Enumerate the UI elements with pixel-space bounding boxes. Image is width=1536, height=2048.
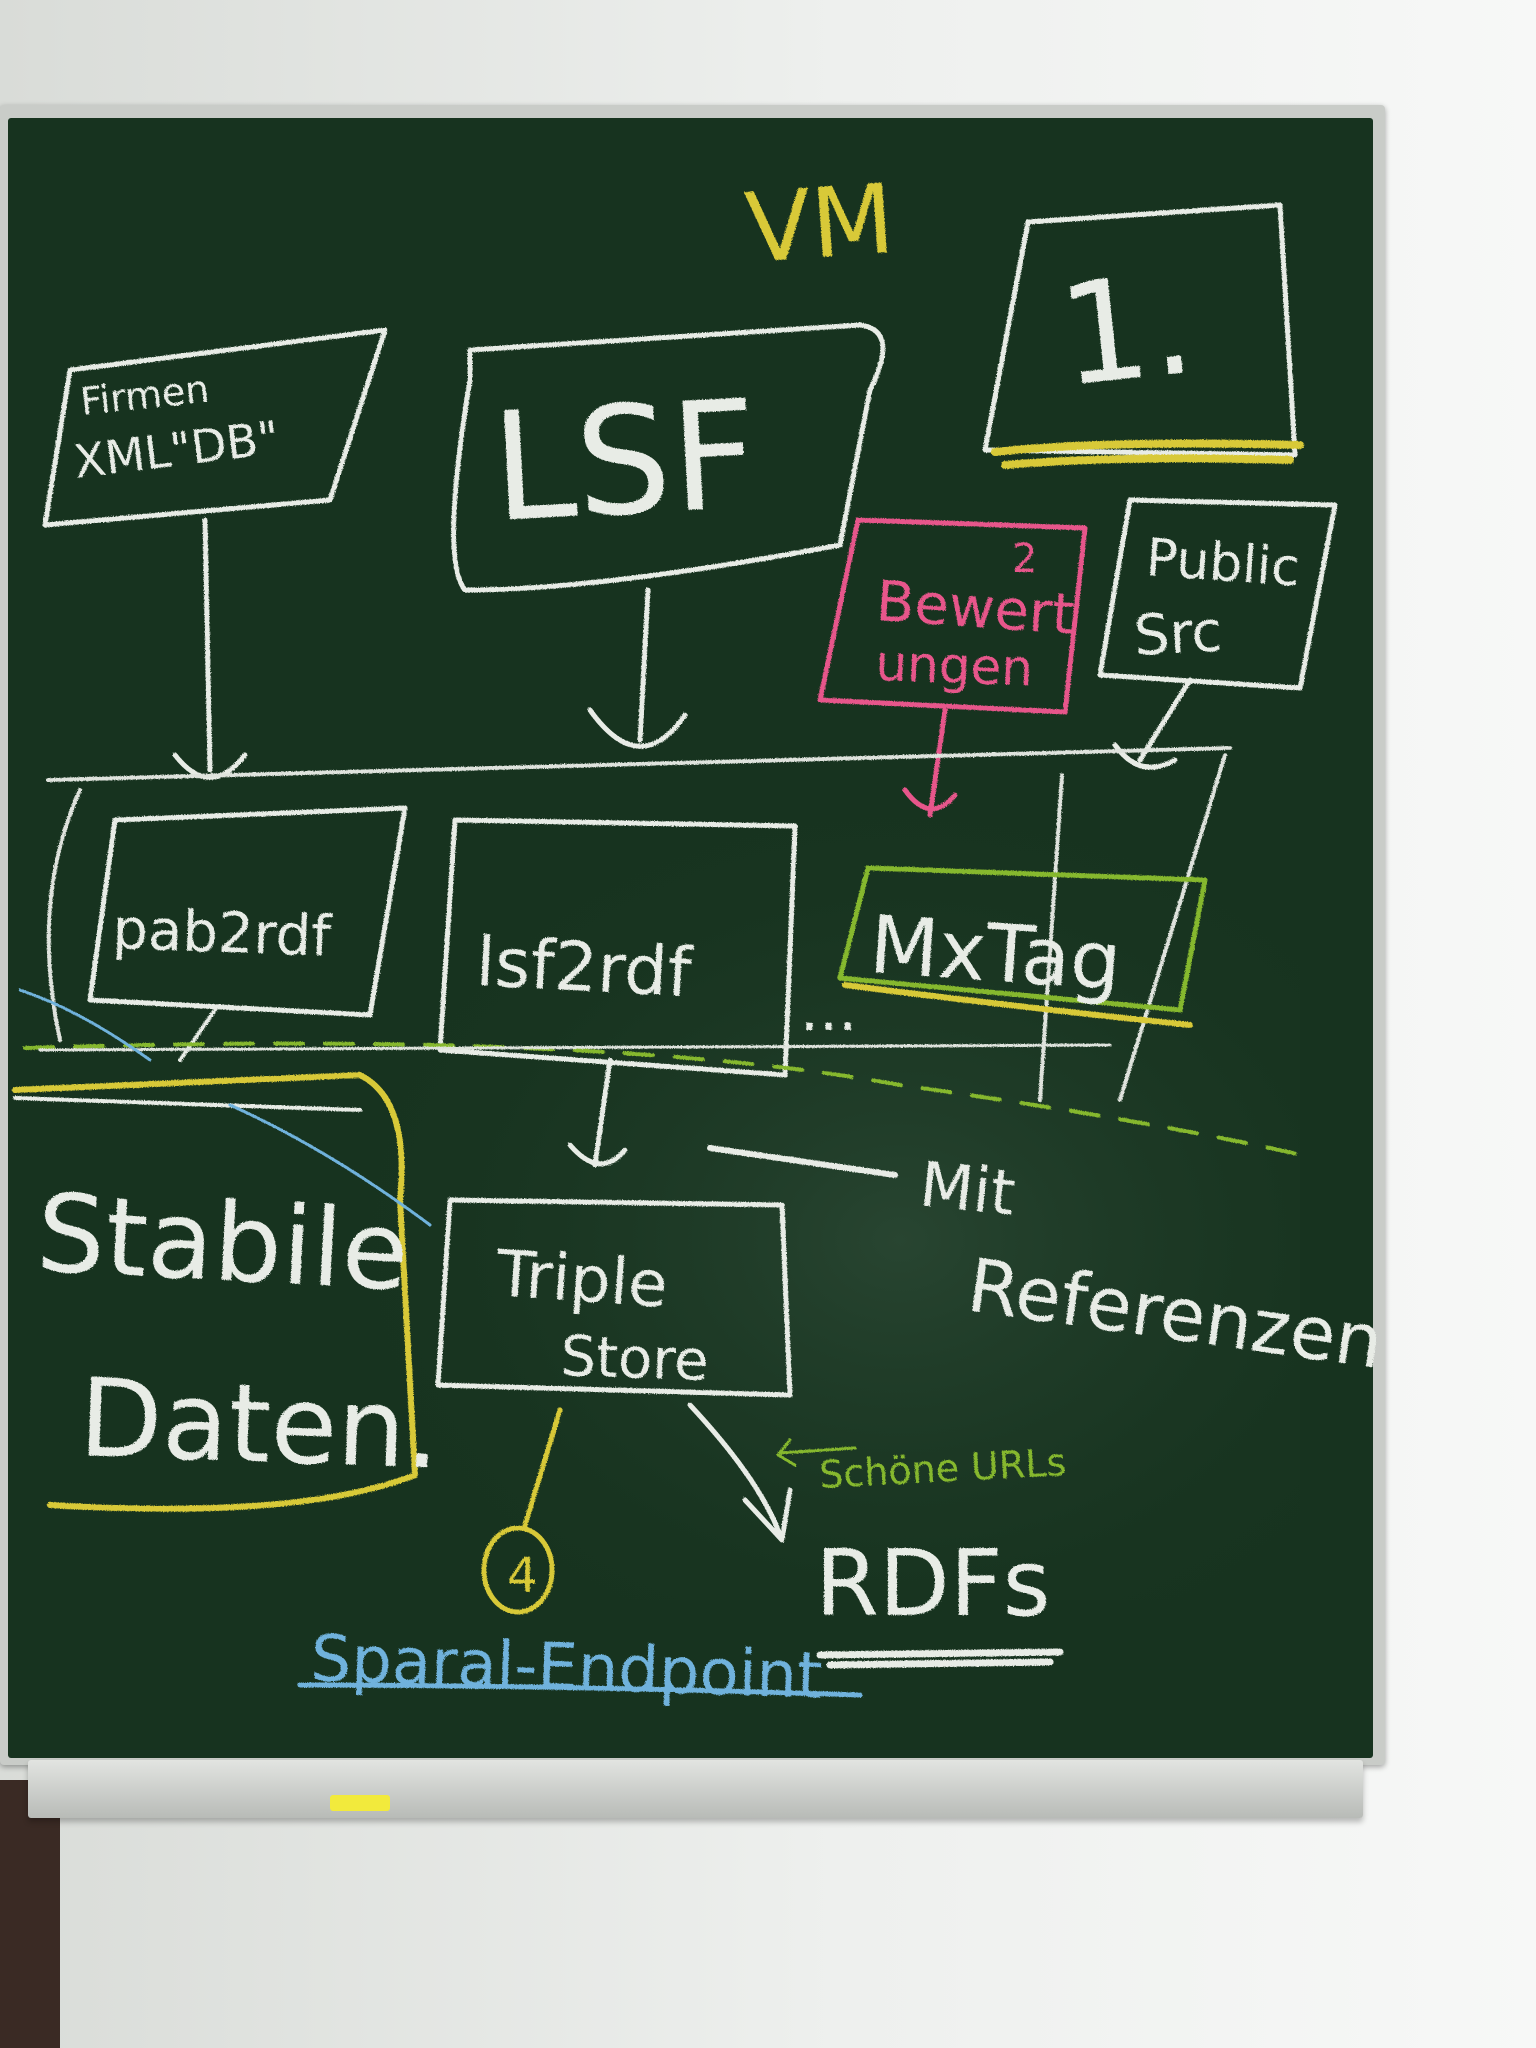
lsf-arrow bbox=[587, 587, 688, 749]
src-label: Src bbox=[1132, 599, 1223, 669]
pab2rdf-to-data-line bbox=[178, 1008, 217, 1062]
number-1: 1. bbox=[1052, 243, 1202, 419]
pab2rdf-box bbox=[87, 805, 408, 1018]
referenzen-line bbox=[707, 1145, 898, 1178]
lower-bus-line bbox=[38, 1043, 1112, 1052]
lsf2rdf-box bbox=[437, 817, 798, 1078]
box-1-underline bbox=[991, 439, 1304, 469]
blue-scribble bbox=[18, 988, 432, 1227]
lsf-box bbox=[451, 322, 886, 593]
schoene-urls-arrow bbox=[776, 1438, 857, 1467]
ungen-label: ungen bbox=[875, 634, 1035, 697]
bewertungen-number-2: 2 bbox=[1012, 536, 1037, 582]
stabile-daten-box bbox=[12, 1072, 418, 1512]
firmen-box bbox=[42, 327, 388, 528]
sparql-connector bbox=[522, 1407, 563, 1528]
bewertungen-arrow bbox=[902, 707, 958, 818]
rdfs-arrow bbox=[687, 1402, 793, 1543]
bewertungen-label: Bewert bbox=[874, 569, 1076, 648]
rdfs-label: RDFs bbox=[815, 1530, 1051, 1637]
vm-heading: VM bbox=[742, 163, 898, 285]
sparql-endpoint-label: Sparal-Endpoint bbox=[309, 1622, 823, 1714]
public-label: Public bbox=[1144, 528, 1302, 599]
lsf2rdf-label: lsf2rdf bbox=[474, 923, 695, 1013]
sparql-endpoint-underline bbox=[297, 1682, 863, 1698]
triple-store-box bbox=[435, 1197, 793, 1398]
pab2rdf-label: pab2rdf bbox=[112, 897, 334, 970]
stabile-label: Stabile bbox=[34, 1171, 412, 1315]
box-1 bbox=[982, 202, 1298, 458]
rdfs-underline bbox=[816, 1648, 1064, 1669]
lsf2rdf-arrow bbox=[567, 1057, 628, 1168]
stabile-daten-top-line bbox=[13, 1096, 362, 1112]
chalk-tray bbox=[28, 1760, 1363, 1818]
upper-bus-line bbox=[46, 746, 1232, 782]
dashed-boundary-line bbox=[23, 1041, 1317, 1160]
daten-label: Daten. bbox=[77, 1356, 442, 1494]
mxtag-box bbox=[837, 865, 1208, 1013]
number-4-circle bbox=[481, 1525, 555, 1615]
bewertungen-box bbox=[817, 517, 1088, 715]
public-src-box bbox=[1097, 497, 1338, 691]
door-frame bbox=[0, 1780, 60, 2048]
store-label: Store bbox=[560, 1324, 710, 1394]
mit-label: Mit bbox=[916, 1147, 1018, 1230]
lsf-label: LSF bbox=[488, 368, 762, 556]
yellow-chalk-piece bbox=[330, 1795, 390, 1811]
triple-label: Triple bbox=[493, 1237, 670, 1323]
mxtag-underline bbox=[842, 982, 1193, 1028]
number-4: 4 bbox=[507, 1548, 538, 1604]
